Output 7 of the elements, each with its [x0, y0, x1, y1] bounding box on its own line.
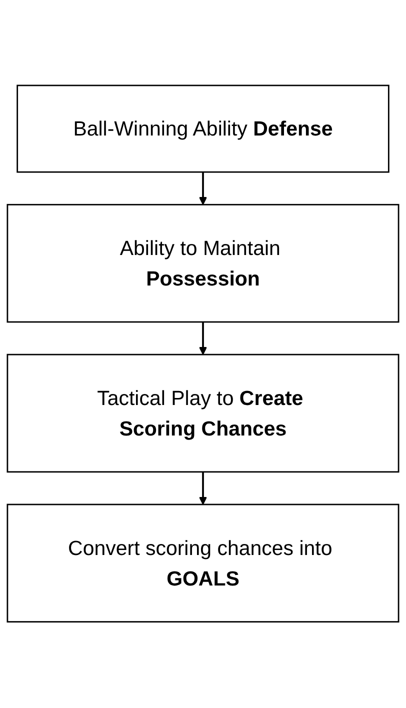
arrow — [198, 172, 208, 206]
arrow — [198, 472, 208, 506]
node-box: Tactical Play to Create Scoring Chances — [6, 354, 400, 473]
node-box: Ability to Maintain Possession — [6, 204, 400, 324]
node-box: Convert scoring chances into GOALS — [6, 504, 400, 623]
arrow — [198, 322, 208, 356]
node-box: Ball-Winning Ability Defense — [16, 85, 390, 174]
